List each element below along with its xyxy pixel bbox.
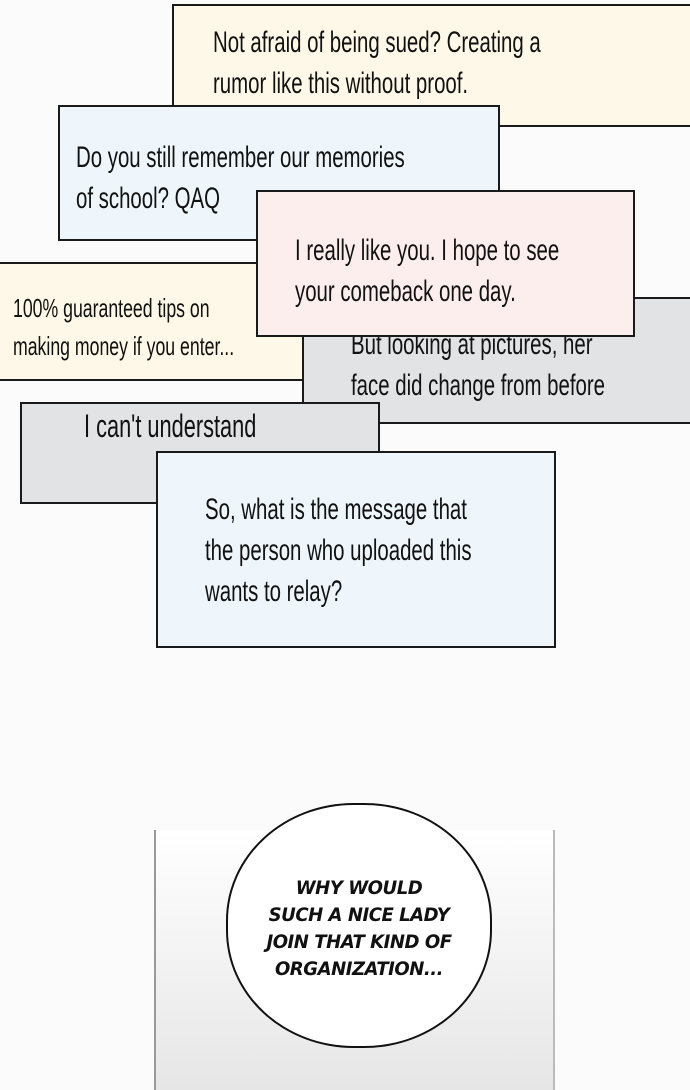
speech-bubble-text: WHY WOULD SUCH A NICE LADY JOIN THAT KIN… (266, 877, 452, 980)
speech-bubble: WHY WOULD SUCH A NICE LADY JOIN THAT KIN… (226, 803, 492, 1048)
comment-text: I can't understand (84, 408, 257, 444)
